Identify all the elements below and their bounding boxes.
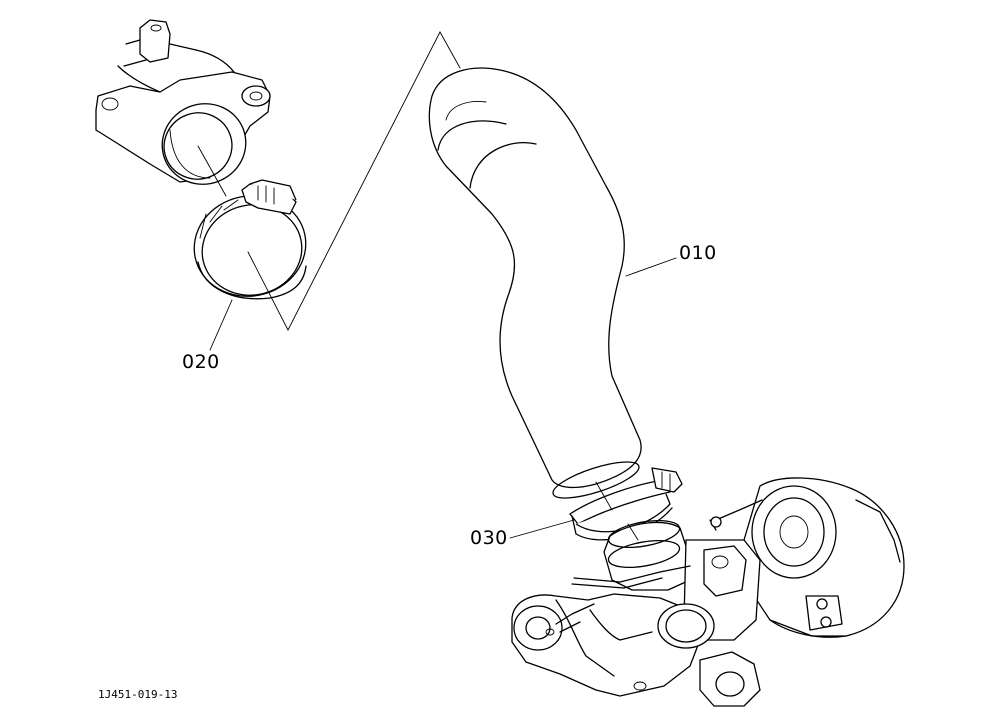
assembly-line-lower bbox=[595, 481, 639, 541]
leader-020 bbox=[209, 299, 233, 351]
leader-010 bbox=[625, 257, 677, 277]
leader-lines bbox=[197, 31, 677, 541]
outlet-housing bbox=[95, 19, 271, 185]
figure-code: 1J451-019-13 bbox=[98, 688, 178, 701]
hose-010 bbox=[428, 67, 642, 499]
callout-030: 030 bbox=[470, 527, 508, 549]
turbocharger bbox=[511, 477, 905, 707]
hose-clamp-020 bbox=[193, 179, 307, 300]
leader-030 bbox=[509, 519, 575, 539]
assembly-line-upper bbox=[197, 145, 227, 197]
callout-010: 010 bbox=[679, 242, 717, 264]
assembly-line-clamp bbox=[247, 31, 461, 331]
callout-020: 020 bbox=[182, 351, 220, 373]
